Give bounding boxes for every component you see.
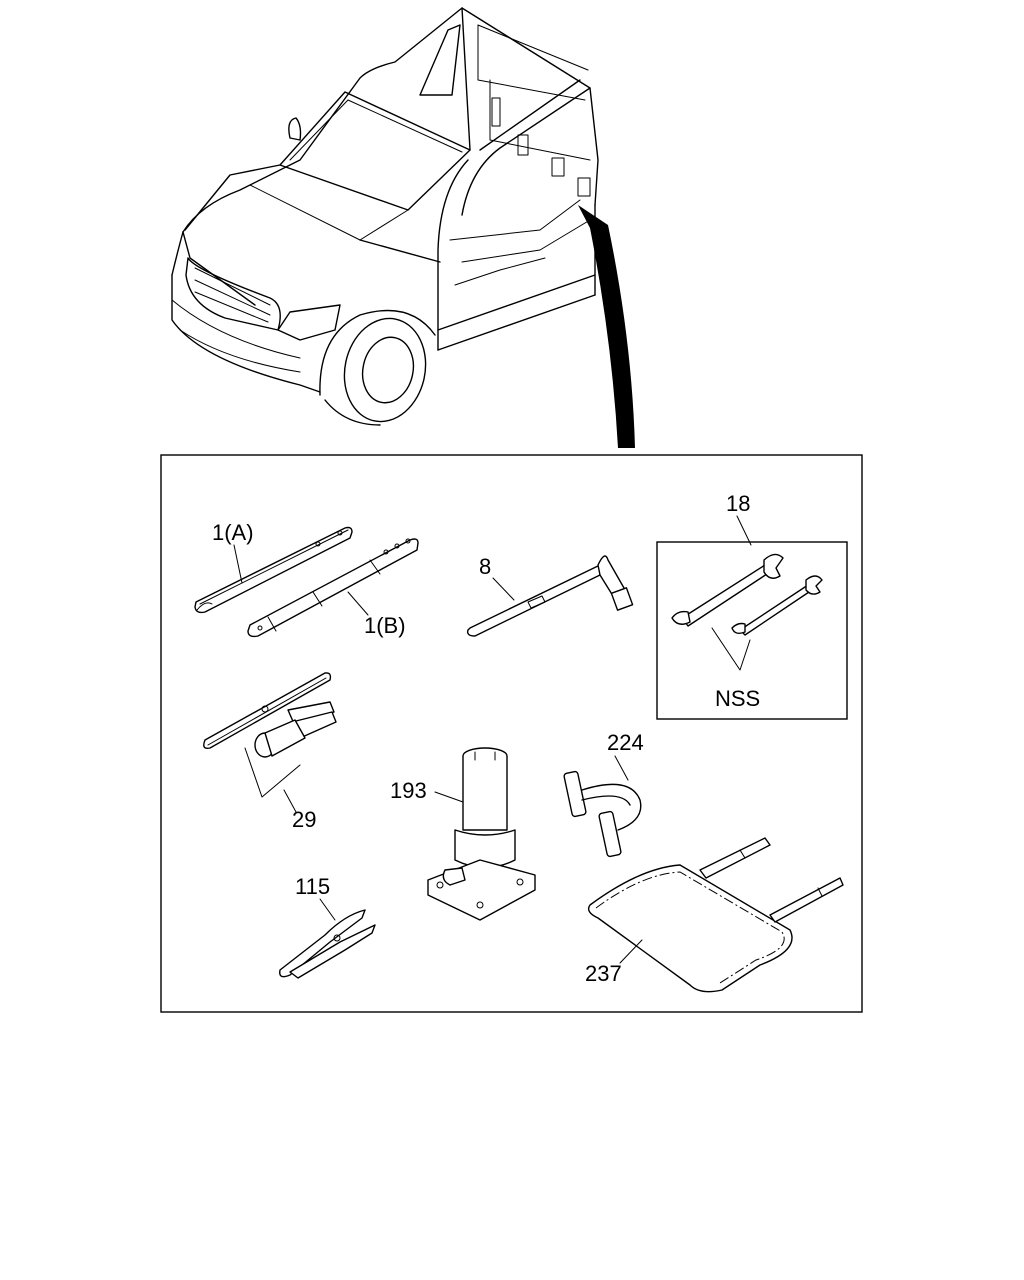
part-18-wrench-set-box xyxy=(656,541,848,720)
part-8-wheel-nut-wrench xyxy=(466,555,634,637)
leader-lines xyxy=(233,515,752,964)
label-part-29: 29 xyxy=(292,807,316,832)
part-237-tool-bag xyxy=(587,837,844,993)
callout-pointer xyxy=(578,205,635,448)
part-224-strap xyxy=(563,770,642,858)
label-part-224: 224 xyxy=(607,730,644,755)
tool-kit-frame xyxy=(160,454,863,1013)
label-part-8: 8 xyxy=(479,554,491,579)
label-part-115: 115 xyxy=(295,874,330,899)
vehicle-illustration xyxy=(171,7,635,448)
part-1a-jack-handle xyxy=(194,526,353,614)
part-1b-handle-extension xyxy=(247,538,419,638)
part-193-bottle-jack xyxy=(427,747,536,921)
part-29-lever-and-socket xyxy=(203,672,337,798)
label-part-1b: 1(B) xyxy=(364,613,406,638)
label-part-193: 193 xyxy=(390,778,427,803)
part-115-pliers xyxy=(279,909,376,979)
label-part-237: 237 xyxy=(585,961,622,986)
label-nss: NSS xyxy=(715,686,760,711)
label-part-1a: 1(A) xyxy=(212,520,254,545)
label-part-18: 18 xyxy=(726,491,750,516)
part-18-wrenches xyxy=(671,553,823,671)
